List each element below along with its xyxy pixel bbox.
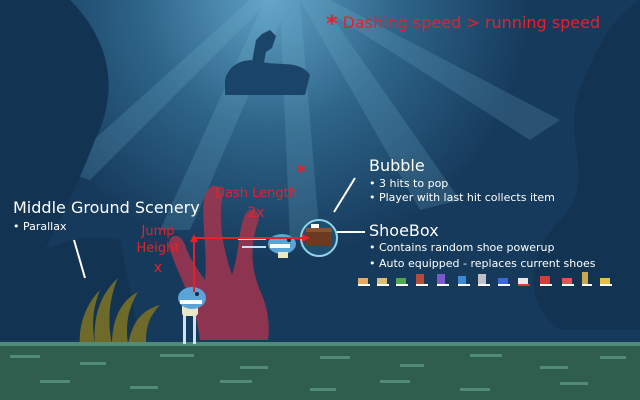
shoe-icon-8 <box>498 278 510 286</box>
shoe-icon-3 <box>396 278 408 286</box>
shoe-icon-11 <box>562 278 574 286</box>
shoe-icon-7 <box>478 274 490 286</box>
dash-asterisk: * <box>296 160 307 184</box>
ground-water <box>0 342 640 400</box>
shoe-icon-2 <box>377 278 389 286</box>
shoe-icon-4 <box>416 274 428 286</box>
jump-height-value: x <box>153 260 163 276</box>
dash-arrow-head <box>302 234 310 242</box>
middle-ground-title: Middle Ground Scenery <box>13 198 200 217</box>
light-rays <box>60 0 560 240</box>
shoe-icon-6 <box>458 276 470 286</box>
shoe-icon-12 <box>582 272 592 286</box>
dash-speed-note: * Dashing speed > running speed <box>326 12 600 37</box>
asterisk-marker: * <box>326 12 338 37</box>
jump-height-label-line2: Height <box>136 241 180 256</box>
dash-length-label: Dash Length <box>215 186 297 201</box>
bubble-with-shoebox <box>300 219 338 257</box>
player-character-standing <box>178 287 206 344</box>
bubble-bullet-1: • 3 hits to pop <box>369 177 449 190</box>
shoebox-title: ShoeBox <box>369 221 439 240</box>
jump-height-label-line1: Jump <box>141 224 175 239</box>
dash-speed-note-text: Dashing speed > running speed <box>342 13 601 32</box>
shoe-icon-5 <box>437 274 449 286</box>
dash-length-value: 2x <box>247 205 265 221</box>
water-surface-pattern <box>0 342 640 391</box>
bubble-bullet-2: • Player with last hit collects item <box>369 191 555 204</box>
shoe-icons-row <box>358 272 612 286</box>
shoe-icon-1 <box>358 278 370 286</box>
cliff-with-goat <box>225 30 310 95</box>
pointer-lines <box>73 177 365 279</box>
bubble-title: Bubble <box>369 156 425 175</box>
shoe-icon-9 <box>518 278 530 286</box>
shoe-icon-13 <box>600 278 612 286</box>
seaweed <box>79 278 160 345</box>
shoe-icon-10 <box>540 276 552 286</box>
shoebox-bullet-2: • Auto equipped - replaces current shoes <box>369 257 596 270</box>
middle-ground-bullet: • Parallax <box>13 220 67 233</box>
shoebox-bullet-1: • Contains random shoe powerup <box>369 241 555 254</box>
